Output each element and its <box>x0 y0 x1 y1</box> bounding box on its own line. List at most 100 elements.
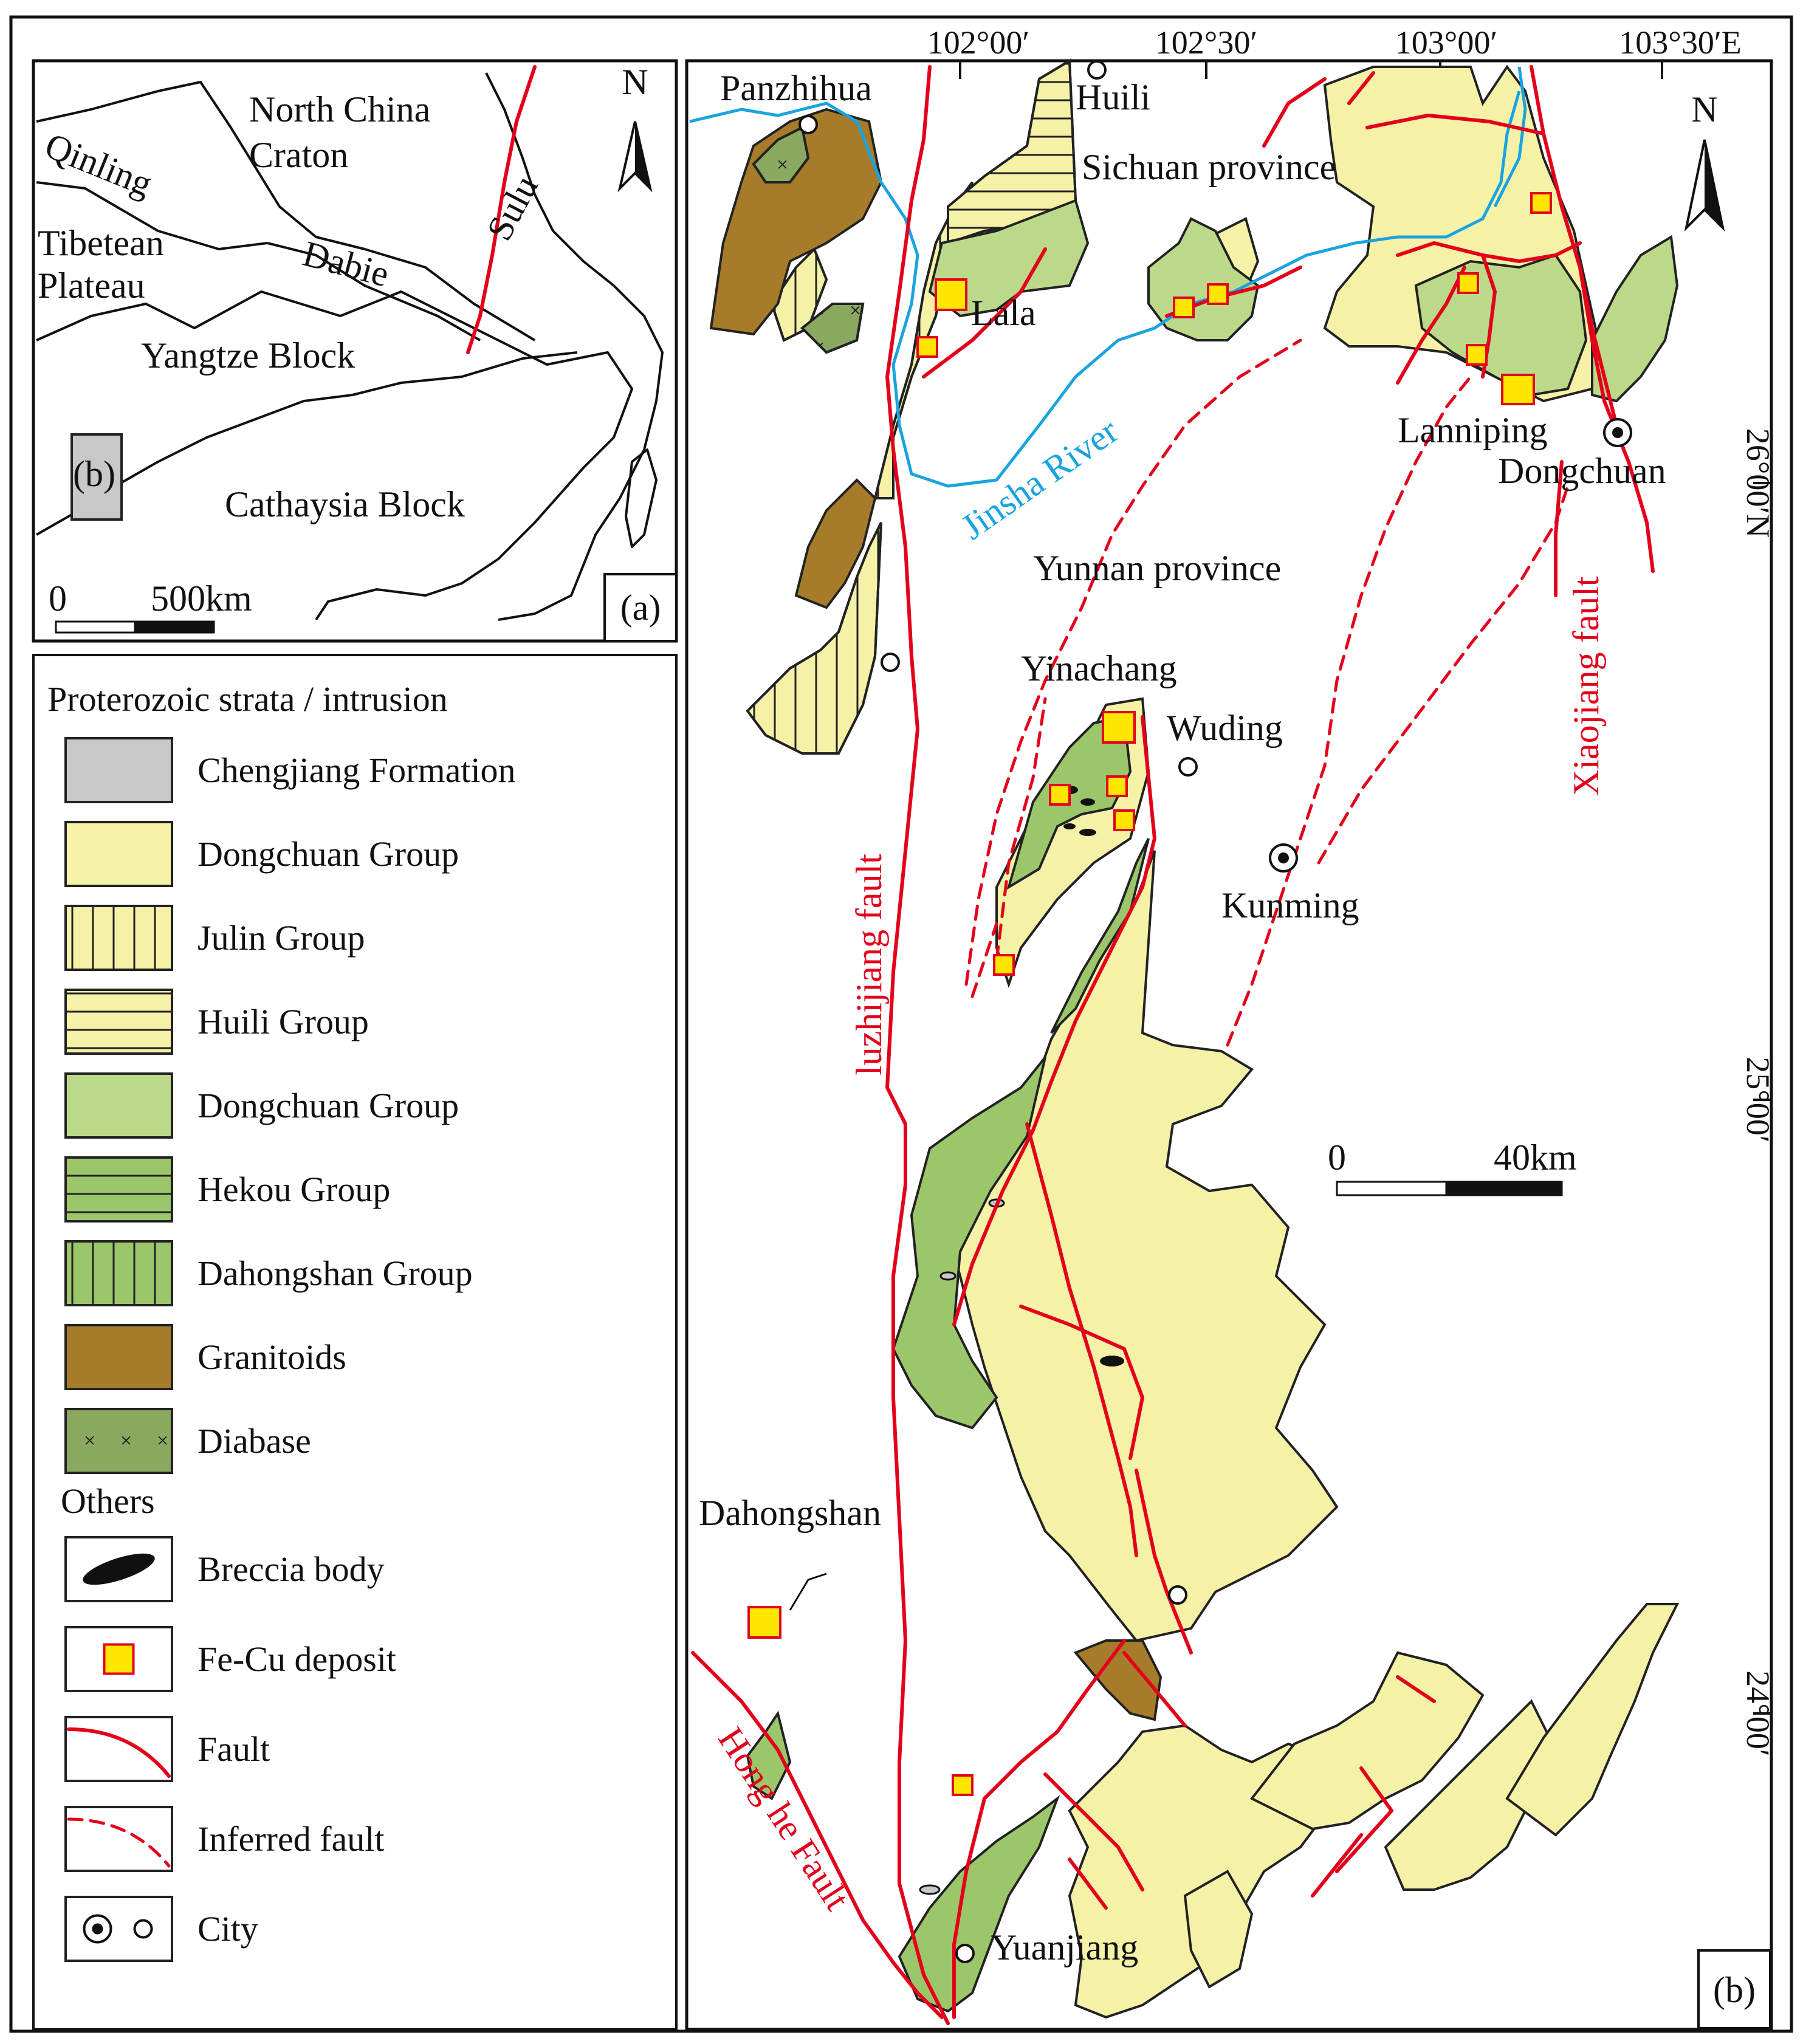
hong-he-fault-line <box>691 1651 944 2019</box>
fault-shape <box>67 1727 171 1778</box>
longitude-label-103-00: 103°00′ <box>1395 24 1497 61</box>
inset-panel-label-box <box>603 573 678 642</box>
longitude-label-103-30: 103°30′E <box>1619 24 1741 61</box>
fault-segment <box>1068 1857 1108 1910</box>
fault-segment <box>922 247 1047 379</box>
legend-swatch-pattern <box>64 905 173 971</box>
city-kunming-dot <box>1278 852 1289 863</box>
legend-swatch <box>64 737 173 803</box>
outer-frame <box>9 15 1793 2033</box>
inset-map-a: (b) North China Craton Qinling Tibetean … <box>32 59 678 643</box>
inset-label-dabie: Dabie <box>299 233 393 295</box>
inset-scale-zero: 0 <box>49 578 67 619</box>
legend-item-label: Dahongshan Group <box>197 1253 473 1293</box>
place-label-lala: Lala <box>971 293 1036 333</box>
latitude-label-25-00: 25°00′ <box>1740 1057 1776 1142</box>
fault-line-icon <box>64 1716 173 1782</box>
fault-segment <box>952 1639 1126 2019</box>
inferred-faults <box>964 338 1570 1047</box>
place-label-yinachang: Yinachang <box>1021 648 1177 688</box>
legend-swatch <box>64 1072 173 1139</box>
fault-segment <box>1311 1833 1363 1898</box>
deposit-marker <box>1530 192 1552 214</box>
legend-item-label: Dongchuan Group <box>197 1086 459 1125</box>
inset-coastline <box>485 72 664 621</box>
inset-island <box>625 448 658 548</box>
tributary-river <box>1493 66 1527 208</box>
inset-label-plateau: Plateau <box>38 266 145 306</box>
inset-label-yangtze: Yangtze Block <box>141 335 355 376</box>
legend-swatch <box>64 1324 173 1390</box>
place-label-yunnan: Yunnan province <box>1033 548 1281 588</box>
fault-segment <box>1262 77 1327 148</box>
map-panel-label: (b) <box>1713 1970 1756 2010</box>
fault-segment <box>1019 1305 1144 1460</box>
city-minor-shape <box>133 1919 153 1939</box>
fault-segment <box>1135 1469 1193 1655</box>
deposit-marker <box>1106 775 1128 797</box>
place-label-sichuan: Sichuan province <box>1082 147 1336 187</box>
breccia-shape <box>83 1553 155 1585</box>
inset-label-north-china: North China <box>249 89 430 129</box>
latitude-label-26-00: 26°00′N <box>1740 428 1776 538</box>
longitude-label-102-00: 102°00′ <box>927 24 1029 61</box>
cities <box>789 60 1632 1963</box>
inset-boundary-dabie <box>267 242 481 341</box>
legend-swatch <box>64 821 173 887</box>
city-marker <box>1168 1585 1187 1605</box>
legend-other-label: Breccia body <box>197 1549 385 1589</box>
legend-frame <box>32 654 678 2031</box>
map-north-label: N <box>1691 89 1717 129</box>
main-map-frame <box>685 59 1773 2031</box>
inset-label-tibetean: Tibetean <box>38 223 164 263</box>
inset-boundary-north-china <box>36 81 536 341</box>
map-scale-zero: 0 <box>1328 1137 1346 1178</box>
city-yuanjiang-marker <box>955 1944 975 1963</box>
legend-item-label: Hekou Group <box>197 1170 390 1209</box>
fault-segment <box>952 715 1156 1326</box>
deposit-shape <box>103 1643 135 1675</box>
inset-study-area-box <box>70 433 123 521</box>
deposit-marker <box>1466 344 1488 366</box>
fault-segment <box>1396 241 1582 263</box>
inset-scale-max: 500km <box>151 578 252 619</box>
legend-swatch-pattern <box>64 1240 173 1306</box>
inset-label-craton: Craton <box>249 135 348 175</box>
legend-swatch-pattern <box>64 989 173 1055</box>
legend-item-label: Huili Group <box>197 1002 369 1041</box>
place-label-huili: Huili <box>1076 77 1150 117</box>
legend-other-label: Inferred fault <box>197 1819 385 1859</box>
fault-segment <box>1335 1766 1393 1873</box>
deposit-yinachang <box>1102 711 1136 744</box>
city-icon <box>64 1896 173 1962</box>
unit-diabase <box>752 126 865 354</box>
deposit-marker <box>1049 784 1071 806</box>
dahongshan-leader-line <box>789 1572 827 1611</box>
fault-label-luzhijiang: luzhijiang fault <box>849 854 889 1075</box>
fault-segment <box>1347 71 1375 105</box>
legend-swatch-pattern <box>64 1156 173 1223</box>
inset-north-arrow-icon <box>617 121 653 193</box>
legend-other-label: Fe-Cu deposit <box>197 1639 396 1679</box>
latitude-label-24-00: 24°00′ <box>1740 1670 1776 1756</box>
deposit-marker <box>993 954 1015 976</box>
legend-item-label: Granitoids <box>197 1337 346 1377</box>
deposit-marker <box>1113 809 1135 831</box>
deposit-dahongshan <box>747 1606 781 1639</box>
main-faults <box>691 65 1655 2025</box>
inset-label-qinling: Qinling <box>39 125 158 204</box>
inset-panel-label: (a) <box>620 588 661 628</box>
fault-segment <box>1560 205 1655 573</box>
legend: Proterozoic strata / intrusion Chengjian… <box>32 654 678 2031</box>
legend-swatch-pattern <box>64 1408 173 1474</box>
inset-north-label: N <box>622 62 648 102</box>
city-dongchuan-dot <box>1612 427 1623 438</box>
deposit-marker <box>1207 283 1229 305</box>
fe-cu-deposits <box>747 192 1552 1796</box>
deposit-lala <box>935 278 967 311</box>
inset-tanlu-fault <box>466 65 537 354</box>
fault-segment <box>1396 266 1466 385</box>
